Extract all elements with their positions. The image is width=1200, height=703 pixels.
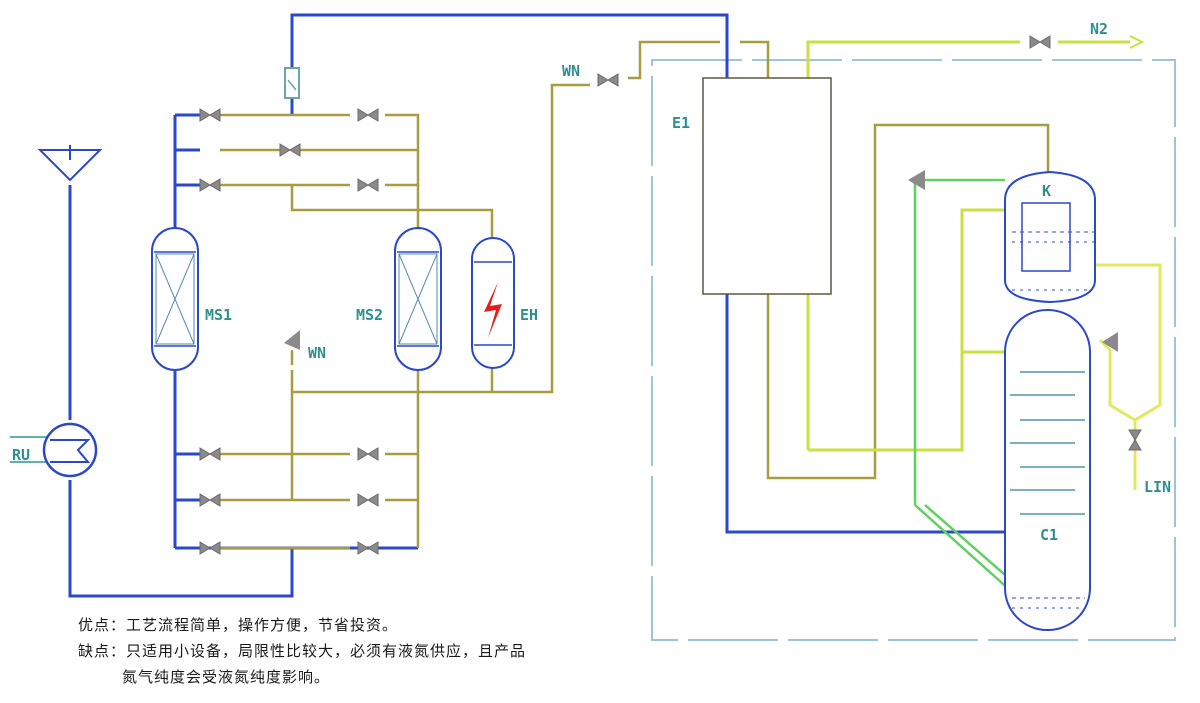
valve-ms2-top-3 [357, 178, 379, 192]
valve-ms1-bottom-1 [199, 447, 221, 461]
air-intake-funnel [37, 145, 103, 182]
label-lin: LIN [1144, 478, 1171, 496]
label-k: K [1042, 182, 1051, 200]
k-condenser [1004, 170, 1096, 304]
waste-line [220, 40, 1050, 550]
label-e1: E1 [672, 114, 690, 132]
flow-indicator [284, 67, 300, 99]
label-wn-mid: WN [308, 344, 326, 362]
valve-lin-control-icon [1102, 332, 1118, 352]
lightning-icon [484, 282, 502, 338]
valve-lin [1128, 429, 1142, 451]
valve-ms2-bottom-1 [357, 447, 379, 461]
e1-heat-exchanger [702, 77, 832, 295]
valve-ms1-bottom-3 [199, 541, 221, 555]
disadvantages-text-line2: 氮气纯度会受液氮纯度影响。 [122, 668, 331, 686]
valve-top-2 [279, 143, 301, 157]
n2-product-line [806, 35, 1145, 452]
label-ms2: MS2 [356, 306, 383, 324]
ru-inlet [10, 436, 52, 463]
label-eh: EH [520, 306, 538, 324]
cold-box-boundary [651, 59, 1176, 641]
valve-ms1-top-1 [199, 108, 221, 122]
valves [199, 35, 1142, 555]
eh-electric-heater [471, 237, 515, 369]
ms2-vessel [394, 227, 442, 371]
labels: RU MS1 MS2 EH WN WN E1 K C1 N2 LIN [12, 20, 1171, 544]
valve-n2 [1029, 35, 1051, 49]
disadvantages-text-line1: 缺点：只适用小设备，局限性比较大，必须有液氮供应，且产品 [78, 642, 527, 660]
notes-block: 优点：工艺流程简单，操作方便，节省投资。 缺点：只适用小设备，局限性比较大，必须… [78, 612, 526, 690]
valve-ms2-top-1 [357, 108, 379, 122]
lin-line [1090, 263, 1162, 490]
valve-reflux-icon [908, 170, 925, 190]
valve-ms2-bottom-3 [357, 541, 379, 555]
ms1-vessel [151, 227, 199, 371]
label-ru: RU [12, 446, 30, 464]
label-wn-top: WN [562, 62, 580, 80]
advantages-text: 优点：工艺流程简单，操作方便，节省投资。 [78, 616, 399, 634]
valve-ms2-bottom-2 [357, 493, 379, 507]
valve-ms1-bottom-2 [199, 493, 221, 507]
label-ms1: MS1 [205, 306, 232, 324]
label-n2: N2 [1090, 20, 1108, 38]
wn-vent-icon [284, 330, 300, 365]
c1-column [1004, 309, 1091, 631]
label-c1: C1 [1040, 526, 1058, 544]
ru-heat-exchanger [42, 422, 98, 478]
valve-ms1-top-3 [199, 178, 221, 192]
valve-wn [597, 73, 619, 87]
